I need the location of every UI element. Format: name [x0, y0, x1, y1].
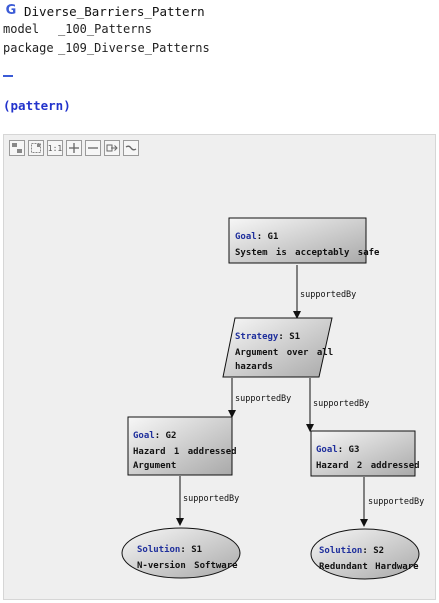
edge-label: supportedBy	[183, 494, 239, 504]
node-type: Solution	[319, 545, 362, 556]
export-icon[interactable]	[104, 140, 120, 156]
model-row: model _100_Patterns	[3, 22, 152, 36]
pattern-title[interactable]: Diverse_Barriers_Pattern	[24, 3, 205, 19]
edge-label: supportedBy	[313, 399, 369, 409]
node-description: Hazard 2 addressed	[316, 461, 420, 471]
diagram-toolbar: 1:1	[9, 140, 139, 156]
goal-node-g3[interactable]: Goal: G3 Hazard 2 addressed	[310, 430, 420, 477]
node-id: G3	[349, 445, 360, 455]
node-description: hazards	[235, 362, 273, 372]
fit-icon[interactable]	[28, 140, 44, 156]
node-id: S1	[191, 545, 202, 555]
gsn-diagram: supportedBy supportedBy supportedBy supp…	[121, 217, 424, 580]
edge-label: supportedBy	[235, 394, 291, 404]
edge-g3-sn2[interactable]: supportedBy	[360, 477, 424, 527]
solution-node-s1[interactable]: Solution: S1 N-version Software	[121, 527, 241, 579]
node-type: Goal	[133, 431, 155, 441]
package-value[interactable]: _109_Diverse_Patterns	[58, 41, 210, 55]
package-row: package _109_Diverse_Patterns	[3, 41, 210, 55]
zoom-out-icon[interactable]	[85, 140, 101, 156]
svg-text:Strategy: S1: Strategy: S1	[235, 332, 300, 342]
node-description: Hazard 1 addressed	[133, 447, 237, 457]
strategy-node-s1[interactable]: Strategy: S1 Argument over all hazards	[222, 317, 333, 378]
node-id: G1	[268, 232, 279, 242]
svg-text:Solution: S1: Solution: S1	[137, 544, 202, 555]
zoom-in-icon[interactable]	[66, 140, 82, 156]
pattern-annotation: (pattern)	[3, 98, 71, 113]
node-description: Argument	[133, 461, 176, 471]
node-id: S1	[289, 332, 300, 342]
node-type: Strategy	[235, 332, 279, 342]
node-id: S2	[373, 546, 384, 556]
model-value[interactable]: _100_Patterns	[58, 22, 152, 36]
curve-icon[interactable]	[123, 140, 139, 156]
edge-g2-sn1[interactable]: supportedBy	[176, 476, 239, 526]
node-type: Goal	[316, 445, 338, 455]
solution-node-s2[interactable]: Solution: S2 Redundant Hardware	[310, 528, 420, 580]
node-description: Argument over all	[235, 348, 333, 358]
package-keyword: package	[3, 41, 54, 55]
edge-label: supportedBy	[300, 290, 356, 300]
goal-node-g1[interactable]: Goal: G1 System is acceptably safe	[228, 217, 380, 264]
node-type: Goal	[235, 232, 257, 242]
edge-label: supportedBy	[368, 497, 424, 507]
actual-size-icon[interactable]: 1:1	[47, 140, 63, 156]
svg-text:Goal: G1: Goal: G1	[235, 232, 278, 242]
edge-g1-s1[interactable]: supportedBy	[293, 265, 356, 319]
node-type: Solution	[137, 544, 180, 555]
model-keyword: model	[3, 22, 40, 36]
svg-text:Goal: G3: Goal: G3	[316, 445, 359, 455]
diagram-canvas[interactable]: 1:1 supportedBy	[3, 134, 436, 600]
node-description: Redundant Hardware	[319, 562, 419, 572]
edge-s1-g3[interactable]: supportedBy	[306, 378, 369, 432]
svg-text:Goal: G2: Goal: G2	[133, 431, 176, 441]
svg-text:Solution: S2: Solution: S2	[319, 545, 384, 556]
text-cursor[interactable]	[3, 75, 13, 77]
node-description: N-version Software	[137, 560, 238, 571]
node-description: System is acceptably safe	[235, 247, 380, 258]
edge-s1-g2[interactable]: supportedBy	[228, 378, 291, 418]
goal-node-g2[interactable]: Goal: G2 Hazard 1 addressed Argument	[127, 416, 237, 476]
g-icon: G	[5, 3, 17, 18]
layout-icon[interactable]	[9, 140, 25, 156]
title-row: G Diverse_Barriers_Pattern	[4, 3, 205, 19]
node-id: G2	[166, 431, 177, 441]
